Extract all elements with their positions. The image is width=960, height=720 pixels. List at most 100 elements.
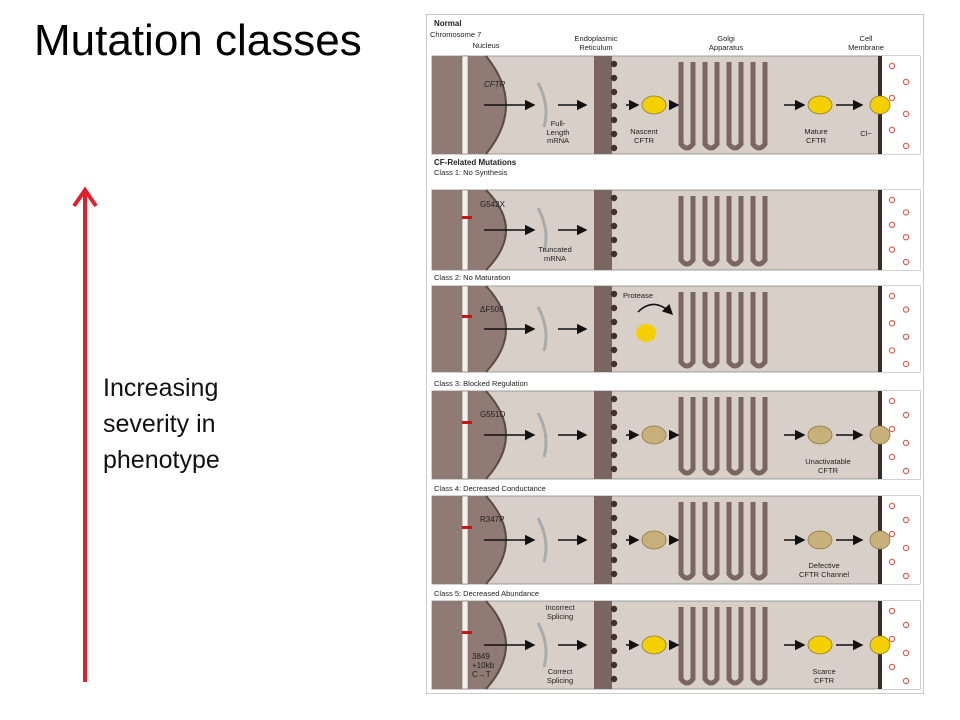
degraded-cftr-blob	[636, 324, 656, 342]
figure-canvas	[426, 14, 924, 694]
correct-splicing-label: Correct Splicing	[538, 667, 582, 685]
chloride-ion	[902, 572, 910, 580]
golgi-cisterna	[726, 292, 744, 369]
class-3-label: Class 3: Blocked Regulation	[434, 379, 528, 388]
membrane-label: Cell Membrane	[836, 34, 896, 52]
golgi-cisterna	[750, 397, 768, 476]
defective-channel-line-2: CFTR Channel	[798, 569, 850, 579]
nucleus-label: Nucleus	[472, 41, 500, 50]
ribosome-dot	[610, 332, 618, 340]
class-5-mutation-line-2: +10kb	[472, 661, 495, 670]
nascent-cftr-label: Nascent CFTR	[624, 127, 664, 145]
membrane-cftr-channel	[869, 95, 891, 115]
mrna-strand	[536, 517, 548, 563]
ribosome-dot	[610, 208, 618, 216]
er-label-line-2: Reticulum	[579, 43, 613, 52]
er-band	[594, 601, 612, 689]
severity-line-1: Increasing	[103, 374, 219, 402]
extracellular-space	[882, 190, 920, 270]
chloride-ion	[888, 453, 896, 461]
truncated-mrna-line-2: mRNA	[543, 253, 567, 263]
golgi-cisterna	[726, 397, 744, 476]
golgi-label-line-2: Apparatus	[708, 43, 744, 52]
class-2-label: Class 2: No Maturation	[434, 273, 511, 282]
severity-line-2: severity in	[103, 410, 216, 438]
ribosome-dot	[610, 74, 618, 82]
er-band	[594, 496, 612, 584]
golgi-cisterna	[750, 62, 768, 151]
nascent-cftr-line-1: Nascent	[630, 127, 658, 136]
ribosome-dot	[610, 409, 618, 417]
truncated-mrna-line-1: Truncated	[538, 245, 572, 254]
ribosome-dot	[610, 144, 618, 152]
chromosome-strip	[461, 55, 469, 155]
chloride-ion	[902, 78, 910, 86]
ribosome-dot	[610, 556, 618, 564]
mature-cftr-blob	[807, 530, 833, 550]
scarce-cftr-line-2: CFTR	[814, 675, 834, 685]
ribosome-dot	[610, 619, 618, 627]
nucleus-shape	[432, 391, 506, 479]
nucleus-shape	[432, 496, 506, 584]
class-1-mutation: G542X	[480, 200, 505, 209]
golgi-cisterna	[702, 292, 720, 369]
chloride-ion	[888, 663, 896, 671]
cell-membrane	[878, 190, 882, 270]
golgi-cisterna	[702, 196, 720, 267]
membrane-cftr-channel	[869, 635, 891, 655]
er-band	[594, 391, 612, 479]
extracellular-space	[882, 286, 920, 372]
golgi-cisterna	[702, 397, 720, 476]
incorrect-splicing-line-1: Incorrect	[545, 603, 575, 612]
mutation-marker	[462, 526, 472, 529]
mrna-strand	[536, 82, 548, 128]
correct-splicing-line-1: Correct	[547, 667, 573, 676]
mature-cftr-line-1: Mature	[804, 127, 828, 136]
nucleus-shape	[432, 56, 506, 154]
normal-mrna-line-1: Full-	[550, 119, 566, 128]
ribosome-dot	[610, 423, 618, 431]
chloride-ion	[888, 530, 896, 538]
chloride-ion	[888, 502, 896, 510]
scarce-cftr-line-1: Scarce	[812, 667, 836, 676]
er-band	[594, 190, 612, 270]
mutation-marker	[462, 315, 472, 318]
chloride-label: Cl−	[860, 129, 872, 138]
mrna-strand	[536, 412, 548, 458]
chloride-ion	[902, 333, 910, 340]
ribosome-dot	[610, 102, 618, 110]
chloride-ion	[902, 439, 910, 447]
correct-splicing-line-2: Splicing	[546, 675, 574, 685]
class-1-label: Class 1: No Synthesis	[434, 168, 508, 177]
class-5-mutation-line-3: C→T	[472, 670, 491, 679]
golgi-cisterna	[750, 502, 768, 581]
ribosome-dot	[610, 194, 618, 202]
golgi-label: Golgi Apparatus	[696, 34, 756, 52]
class-4-label: Class 4: Decreased Conductance	[434, 484, 546, 493]
golgi-cisterna	[750, 196, 768, 267]
chloride-ion	[902, 544, 910, 552]
mrna-strand	[536, 306, 548, 352]
ribosome-dot	[610, 675, 618, 683]
nascent-cftr-blob	[641, 635, 667, 655]
class-2-mutation: ΔF508	[480, 305, 504, 314]
er-label-line-1: Endoplasmic	[574, 34, 618, 43]
ribosome-dot	[610, 60, 618, 68]
golgi-cisterna	[702, 62, 720, 151]
ribosome-dot	[610, 570, 618, 578]
golgi-cisterna	[678, 397, 696, 476]
ribosome-dot	[610, 346, 618, 354]
golgi-cisterna	[702, 607, 720, 686]
class-4-mutation: R347P	[480, 515, 505, 524]
ribosome-dot	[610, 647, 618, 655]
incorrect-splicing-line-2: Splicing	[546, 611, 574, 621]
chloride-ion	[888, 347, 896, 354]
chloride-ion	[888, 94, 896, 102]
defective-channel-line-1: Defective	[808, 561, 840, 570]
nascent-cftr-blob	[641, 530, 667, 550]
chloride-ion	[902, 306, 910, 313]
golgi-cisterna	[750, 292, 768, 369]
nascent-cftr-line-2: CFTR	[634, 135, 654, 145]
normal-mrna-line-2: Length	[546, 127, 570, 137]
chromosome-strip	[461, 189, 469, 271]
